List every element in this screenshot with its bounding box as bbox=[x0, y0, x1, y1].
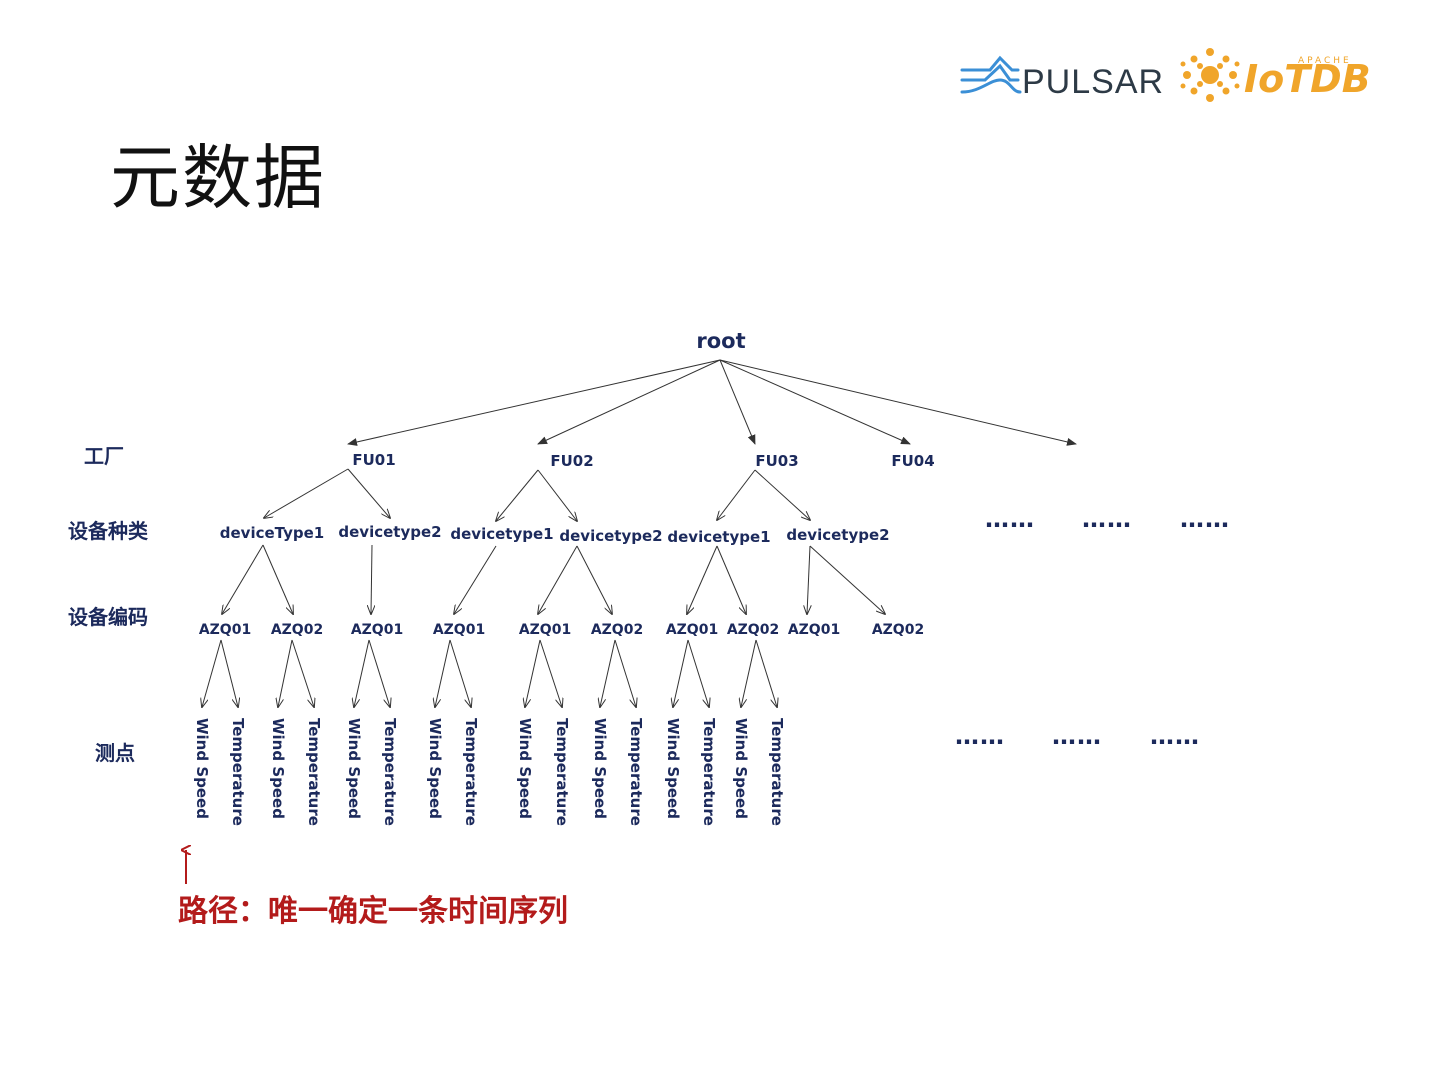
ellipsis: …… bbox=[1082, 505, 1132, 533]
root-edges bbox=[347, 359, 1077, 446]
level-label-measurement: 测点 bbox=[95, 741, 135, 765]
device-type-node: devicetype1 bbox=[667, 528, 770, 546]
level-label-device-code: 设备编码 bbox=[68, 605, 148, 629]
measurement-node: Temperature bbox=[700, 718, 718, 826]
ellipsis: …… bbox=[1180, 505, 1230, 533]
measurement-node: Wind Speed bbox=[591, 718, 609, 819]
device-code-node: AZQ01 bbox=[351, 622, 403, 638]
device-type-node: devicetype2 bbox=[559, 527, 662, 545]
device-code-node: AZQ01 bbox=[788, 622, 840, 638]
iotdb-sun-icon bbox=[1180, 48, 1240, 102]
measurement-node: Temperature bbox=[305, 718, 323, 826]
measurement-node: Temperature bbox=[381, 718, 399, 826]
device-code-node: AZQ02 bbox=[271, 622, 323, 638]
ellipsis: …… bbox=[955, 722, 1005, 750]
measurement-node: Wind Speed bbox=[269, 718, 287, 819]
ellipsis: …… bbox=[1052, 722, 1102, 750]
level-label-device-type: 设备种类 bbox=[68, 519, 148, 543]
code-edges bbox=[202, 639, 777, 707]
device-type-node: devicetype2 bbox=[786, 526, 889, 544]
device-type-node: devicetype1 bbox=[450, 525, 553, 543]
factory-edges bbox=[264, 468, 810, 521]
measurement-node: Wind Speed bbox=[664, 718, 682, 819]
device-code-node: AZQ01 bbox=[433, 622, 485, 638]
ellipsis: …… bbox=[1150, 722, 1200, 750]
pulsar-wordmark: PULSAR bbox=[1022, 63, 1164, 101]
device-code-node: AZQ01 bbox=[519, 622, 571, 638]
path-note: 路径：唯一确定一条时间序列 bbox=[178, 894, 568, 929]
iotdb-wordmark: IoTDB bbox=[1244, 57, 1371, 101]
apache-label: APACHE bbox=[1298, 56, 1352, 66]
device-type-node: devicetype2 bbox=[338, 523, 441, 541]
pulsar-logo: PULSAR bbox=[960, 55, 1164, 101]
device-code-node: AZQ01 bbox=[199, 622, 251, 638]
measurement-node: Wind Speed bbox=[345, 718, 363, 819]
measurement-node: Temperature bbox=[462, 718, 480, 826]
level-label-factory: 工厂 bbox=[84, 444, 124, 468]
measurement-node: Wind Speed bbox=[193, 718, 211, 819]
slide-title: 元数据 bbox=[110, 137, 326, 219]
device-code-node: AZQ02 bbox=[727, 622, 779, 638]
factory-node: FU01 bbox=[352, 451, 395, 469]
ellipsis: …… bbox=[985, 505, 1035, 533]
measurement-node: Wind Speed bbox=[426, 718, 444, 819]
type-edges bbox=[222, 544, 885, 614]
measurement-node: Temperature bbox=[553, 718, 571, 826]
measurement-node: Temperature bbox=[627, 718, 645, 826]
factory-node: FU04 bbox=[891, 452, 934, 470]
measurement-node: Wind Speed bbox=[732, 718, 750, 819]
device-code-node: AZQ01 bbox=[666, 622, 718, 638]
measurement-node: Temperature bbox=[229, 718, 247, 826]
device-code-node: AZQ02 bbox=[591, 622, 643, 638]
device-type-node: deviceType1 bbox=[220, 524, 324, 542]
measurement-node: Wind Speed bbox=[516, 718, 534, 819]
factory-node: FU02 bbox=[550, 452, 593, 470]
pulsar-wave-icon bbox=[960, 55, 1022, 94]
root-node: root bbox=[696, 329, 745, 353]
device-code-node: AZQ02 bbox=[872, 622, 924, 638]
iotdb-logo: APACHE IoTDB bbox=[1180, 48, 1371, 102]
measurement-node: Temperature bbox=[768, 718, 786, 826]
measurements: Wind Speed Temperature Wind Speed Temper… bbox=[193, 718, 786, 826]
factory-node: FU03 bbox=[755, 452, 798, 470]
